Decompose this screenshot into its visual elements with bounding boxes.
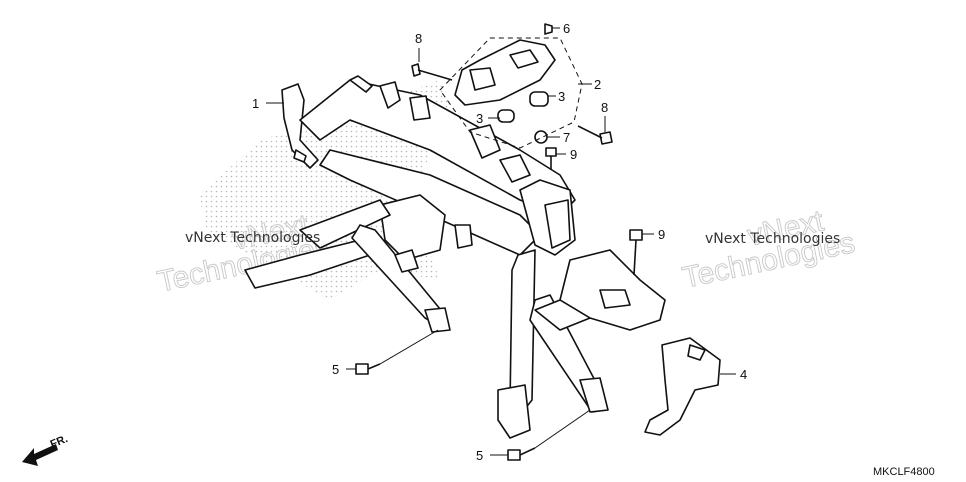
assembly-outline	[439, 37, 583, 149]
frame-assembly	[244, 23, 721, 461]
callout-3-upper: 3	[558, 89, 565, 104]
watermark-right: vNext Technologies	[679, 204, 858, 295]
callout-8-left: 8	[415, 31, 422, 46]
diagram-code: MKCLF4800	[873, 466, 935, 478]
callout-9-upper: 9	[570, 147, 577, 162]
callout-5-left: 5	[332, 362, 339, 377]
watermark-caption-left: vNext Technologies	[185, 230, 320, 246]
callout-2: 2	[594, 77, 601, 92]
callout-3-lower: 3	[476, 111, 483, 126]
callout-1: 1	[252, 96, 259, 111]
callout-8-right: 8	[601, 100, 608, 115]
callout-4: 4	[740, 367, 747, 382]
watermark-caption-right: vNext Technologies	[705, 231, 840, 247]
leader-lines	[266, 27, 736, 456]
callout-6: 6	[563, 21, 570, 36]
callout-9-right: 9	[658, 227, 665, 242]
front-arrow-icon: FR.	[22, 433, 70, 466]
callout-5-bottom: 5	[476, 448, 483, 463]
callout-7: 7	[563, 130, 570, 145]
front-label: FR.	[49, 433, 70, 451]
